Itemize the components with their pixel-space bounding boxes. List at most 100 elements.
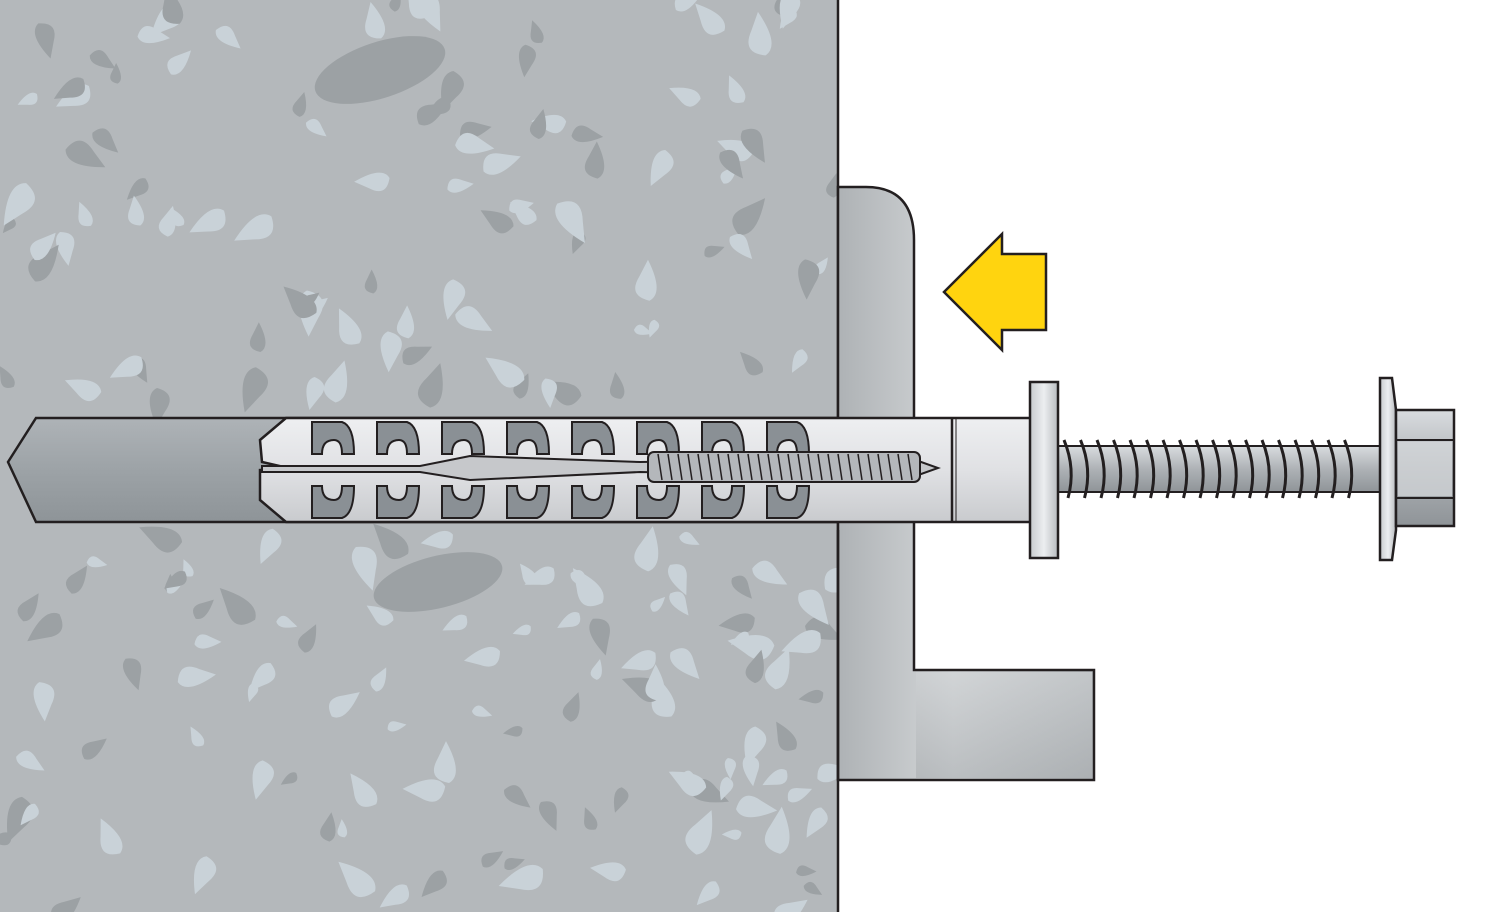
aggregate-dark — [421, 870, 447, 898]
aggregate-light — [730, 631, 750, 645]
aggregate-light — [86, 556, 108, 568]
aggregate-dark — [65, 140, 106, 168]
aggregate-light — [249, 662, 276, 692]
internal-thread-line — [807, 453, 813, 481]
aggregate-light — [635, 259, 657, 301]
aggregate-light — [380, 331, 402, 373]
aggregate-dark — [503, 726, 523, 737]
thread-turn — [1343, 439, 1354, 499]
aggregate-light — [252, 760, 274, 800]
aggregate-dark — [731, 575, 752, 599]
internal-thread-line — [757, 453, 763, 481]
internal-thread-line — [777, 453, 783, 481]
aggregate-light — [260, 528, 282, 565]
aggregate-dark — [441, 71, 464, 112]
aggregate-light — [541, 378, 557, 408]
aggregate-dark — [796, 865, 817, 877]
aggregate-light — [100, 818, 123, 855]
internal-thread-line — [667, 453, 673, 481]
aggregate-light — [824, 567, 838, 593]
aggregate-dark — [826, 173, 838, 198]
aggregate-light — [798, 589, 829, 625]
aggregate-light — [572, 568, 604, 607]
thread-turn — [1194, 439, 1205, 499]
aggregate-dark — [364, 269, 378, 294]
aggregate-light — [128, 195, 145, 226]
aggregate-light — [306, 118, 327, 137]
aggregate-light — [366, 605, 394, 626]
aggregate-light — [744, 726, 767, 767]
aggregate-dark — [798, 689, 824, 704]
aggregate-dark — [2, 218, 16, 234]
aggregate-large — [314, 36, 446, 104]
aggregate-dark — [164, 570, 187, 589]
aggregate-dark — [51, 897, 81, 912]
internal-thread-line — [767, 453, 773, 481]
aggregate-dark — [740, 351, 764, 376]
aggregate-light — [762, 769, 788, 786]
aggregate-light — [109, 355, 143, 378]
aggregate-light — [719, 776, 734, 801]
internal-thread-line — [837, 453, 843, 481]
aggregate-dark — [837, 54, 838, 83]
aggregate-light — [696, 881, 720, 906]
aggregate-light — [779, 6, 797, 29]
aggregate-dark — [126, 178, 149, 200]
thread-turn — [1112, 439, 1123, 499]
aggregate-light — [350, 773, 378, 807]
aggregate-light — [396, 305, 415, 339]
internal-thread-line — [787, 453, 793, 481]
aggregate-light — [721, 829, 742, 840]
aggregate-dark — [389, 0, 401, 12]
thread-turn — [1145, 439, 1156, 499]
aggregate-light — [748, 11, 772, 56]
aggregate-dark — [92, 128, 119, 153]
aggregate-light — [729, 234, 753, 260]
thread-turn — [1178, 439, 1189, 499]
aggregate-dark — [718, 613, 755, 633]
aggregate-dark — [110, 62, 121, 84]
aggregate-light — [645, 664, 665, 701]
aggregate-light — [337, 819, 348, 838]
aggregate-light — [621, 650, 656, 671]
aggregate-light — [402, 779, 446, 802]
aggregate-light — [806, 807, 828, 838]
aggregate-light — [177, 666, 216, 688]
aggregate-light — [557, 611, 581, 628]
thread-turn — [1227, 439, 1238, 499]
plug-rib — [636, 421, 681, 455]
screw-shank — [1057, 445, 1389, 493]
aggregate-light — [650, 596, 666, 612]
aggregate-dark — [249, 322, 266, 353]
aggregate-light — [276, 615, 298, 628]
aggregate-light — [668, 771, 707, 797]
aggregate-dark — [283, 286, 317, 319]
aggregate-dark — [0, 365, 15, 388]
aggregate-dark — [417, 363, 443, 408]
aggregate-dark — [219, 588, 256, 625]
aggregate-dark — [530, 20, 544, 44]
aggregate-light — [509, 199, 534, 214]
plug-rib — [311, 421, 356, 455]
aggregate-dark — [139, 526, 183, 553]
plug-rib — [441, 485, 486, 519]
aggregate-dark — [28, 244, 59, 282]
aggregate-light — [30, 232, 56, 261]
aggregate-dark — [242, 367, 268, 413]
plug-rib — [636, 485, 681, 519]
aggregate-light — [158, 205, 176, 237]
internal-thread-line — [697, 453, 703, 481]
aggregate-dark — [518, 44, 536, 78]
aggregate-dark — [480, 210, 514, 234]
aggregate-light — [387, 721, 407, 732]
aggregate-dark — [280, 772, 298, 785]
thread-turn — [1128, 439, 1139, 499]
aggregate-dark — [27, 613, 63, 642]
internal-thread-line — [897, 453, 903, 481]
aggregate-light — [379, 884, 410, 908]
aggregate-light — [365, 2, 386, 39]
aggregate-dark — [53, 77, 85, 99]
aggregate-light — [189, 208, 226, 233]
